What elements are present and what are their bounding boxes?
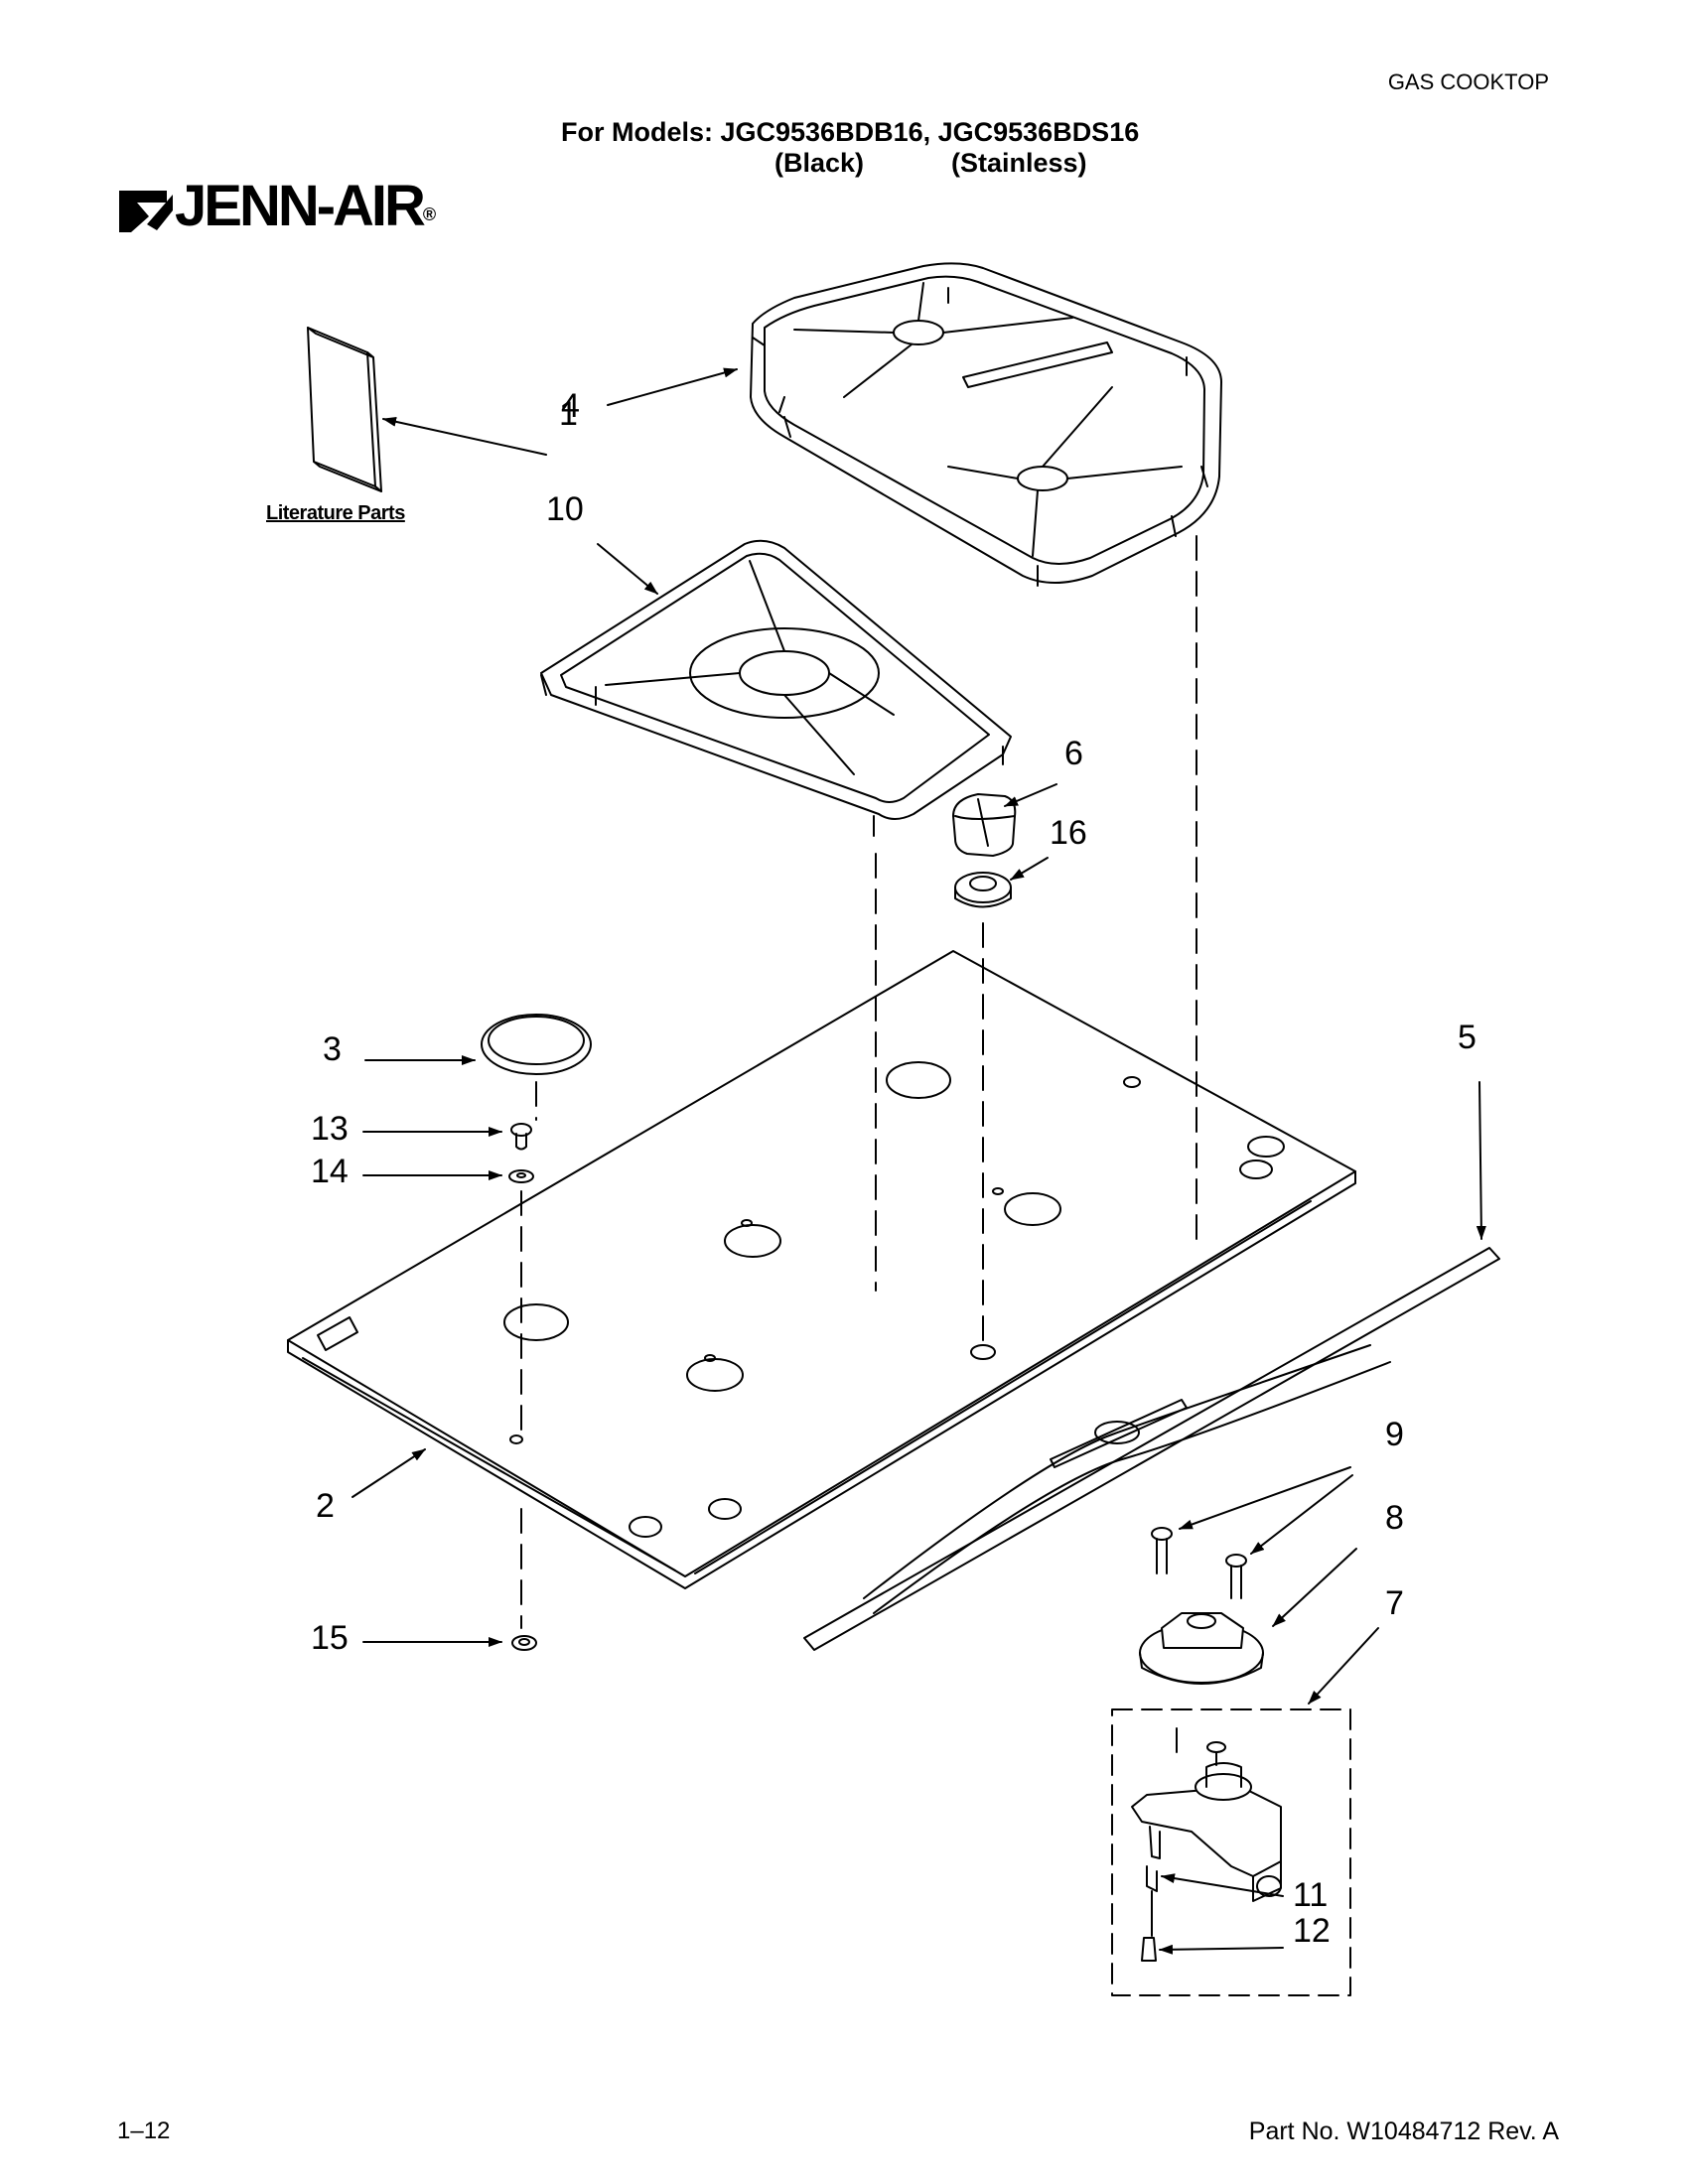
washer-14 <box>508 1169 534 1183</box>
small-grate <box>540 539 1012 837</box>
variant-black: (Black) <box>774 148 865 178</box>
leader-5 <box>1476 1081 1486 1240</box>
screw-9a <box>1151 1527 1173 1574</box>
callout-4: 4 <box>561 387 580 425</box>
callout-7: 7 <box>1385 1584 1404 1622</box>
callout-13: 13 <box>311 1110 349 1148</box>
literature-parts-label: Literature Parts <box>266 502 405 524</box>
leader-16 <box>1010 857 1049 881</box>
callout-10: 10 <box>546 490 584 528</box>
large-grate <box>750 262 1222 587</box>
callout-8: 8 <box>1385 1499 1404 1537</box>
callout-14: 14 <box>311 1153 349 1190</box>
valve-assembly-group <box>1111 1708 1351 1996</box>
callout-12: 12 <box>1293 1912 1331 1950</box>
cooktop-glass <box>287 950 1356 1589</box>
callout-3: 3 <box>323 1030 342 1068</box>
trim-strip <box>803 1247 1500 1651</box>
burner-base <box>1139 1612 1264 1685</box>
washer-15 <box>511 1635 537 1651</box>
callout-6: 6 <box>1064 735 1083 772</box>
brand-name: JENN-AIR® <box>175 174 437 238</box>
control-knob <box>952 793 1017 857</box>
leader-12 <box>1159 1944 1284 1955</box>
callout-5: 5 <box>1458 1019 1477 1056</box>
leader-10 <box>597 543 658 595</box>
part-number: Part No. W10484712 Rev. A <box>1248 2117 1559 2145</box>
leader-7 <box>1308 1627 1379 1705</box>
callout-15: 15 <box>311 1619 349 1657</box>
literature-booklet <box>307 327 382 492</box>
callout-16: 16 <box>1050 814 1087 852</box>
models-heading: For Models: JGC9536BDB16, JGC9536BDS16 (… <box>437 117 1231 178</box>
page-number: 1–12 <box>117 2117 171 2144</box>
valve-assembly <box>1131 1741 1282 1962</box>
brand-mark-icon <box>119 191 173 232</box>
screw-9b <box>1225 1554 1247 1599</box>
leader-1 <box>382 416 547 456</box>
callout-9: 9 <box>1385 1416 1404 1453</box>
leader-4 <box>607 367 738 406</box>
callout-1: 1 <box>559 395 578 433</box>
burner-cap <box>481 1014 592 1075</box>
models-label: For Models: JGC9536BDB16, JGC9536BDS16 <box>561 117 1140 147</box>
knob-bezel <box>954 872 1012 908</box>
callout-2: 2 <box>316 1487 335 1525</box>
leader-9b <box>1250 1474 1353 1555</box>
leader-2 <box>352 1448 426 1498</box>
callout-11: 11 <box>1293 1876 1329 1914</box>
leader-8 <box>1272 1548 1357 1627</box>
alignment-lines <box>520 535 1197 1753</box>
leader-6 <box>1004 783 1057 807</box>
brand-logo: JENN-AIR® <box>117 174 475 244</box>
screw-13 <box>510 1123 532 1151</box>
variant-stainless: (Stainless) <box>951 148 1087 178</box>
leader-9a <box>1179 1466 1351 1530</box>
category-label: GAS COOKTOP <box>1387 69 1549 94</box>
leader-11 <box>1161 1873 1284 1897</box>
